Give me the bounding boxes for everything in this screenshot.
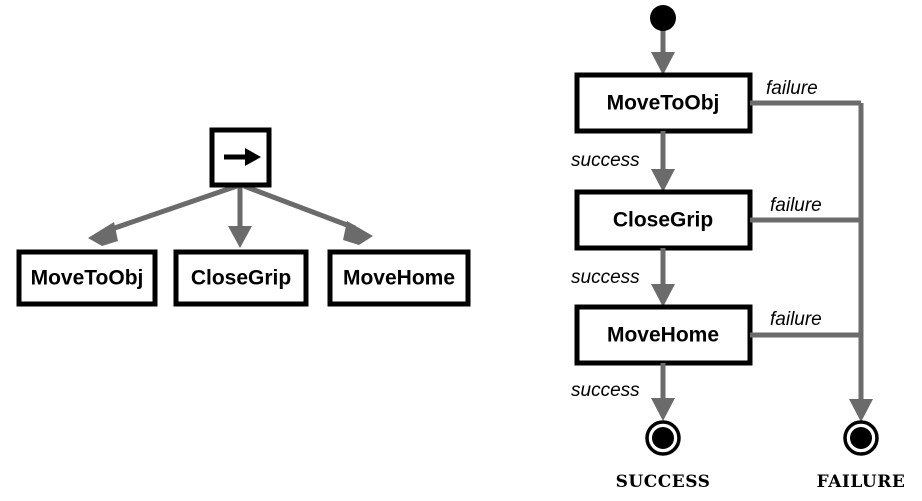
bt-edge-to-closegrip [228,186,252,248]
fsm-state-movetoobj[interactable]: MoveToObj [574,72,753,134]
fsm-terminal-success-label: SUCCESS [616,472,711,492]
bt-leaf-movehome-label: MoveHome [343,267,455,290]
fsm-failure-label-2: failure [770,195,822,216]
fsm-state-movehome-label: MoveHome [607,324,719,347]
bt-leaf-closegrip-label: CloseGrip [191,267,291,290]
fsm-failure-trunk [849,103,873,422]
fsm-success-edge-1 [651,131,675,192]
bt-edge-to-movetoobj [88,183,238,246]
fsm-failure-label-3: failure [770,309,822,330]
fsm-success-label-1: success [571,150,640,171]
bt-leaf-movetoobj-label: MoveToObj [31,267,144,290]
fsm-success-edge-3 [651,363,675,421]
bt-sequence-node[interactable] [209,127,272,188]
fsm-terminal-success: SUCCESS [616,420,711,492]
bt-leaf-movehome[interactable]: MoveHome [327,249,471,307]
fsm-start-node [650,5,676,31]
fsm-state-movehome[interactable]: MoveHome [574,304,753,366]
fsm-success-label-3: success [571,380,640,401]
fsm-terminal-failure-label: FAILURE [817,472,906,492]
fsm-state-movetoobj-label: MoveToObj [607,92,720,115]
fsm-state-closegrip[interactable]: CloseGrip [574,189,753,251]
fsm-start-edge [651,30,675,75]
fsm-group: MoveToObj failure success CloseGrip fail… [571,5,905,492]
fsm-failure-label-1: failure [766,78,818,99]
fsm-terminal-failure: FAILURE [817,420,906,492]
fsm-state-closegrip-label: CloseGrip [613,209,713,232]
behavior-tree-group: MoveToObj CloseGrip MoveHome [16,127,471,307]
arrow-right-icon [224,148,261,166]
bt-leaf-movetoobj[interactable]: MoveToObj [16,249,158,307]
fsm-success-edge-2 [651,248,675,307]
bt-leaf-closegrip[interactable]: CloseGrip [173,249,309,307]
fsm-success-label-2: success [571,267,640,288]
bt-edge-to-movehome [243,183,373,245]
